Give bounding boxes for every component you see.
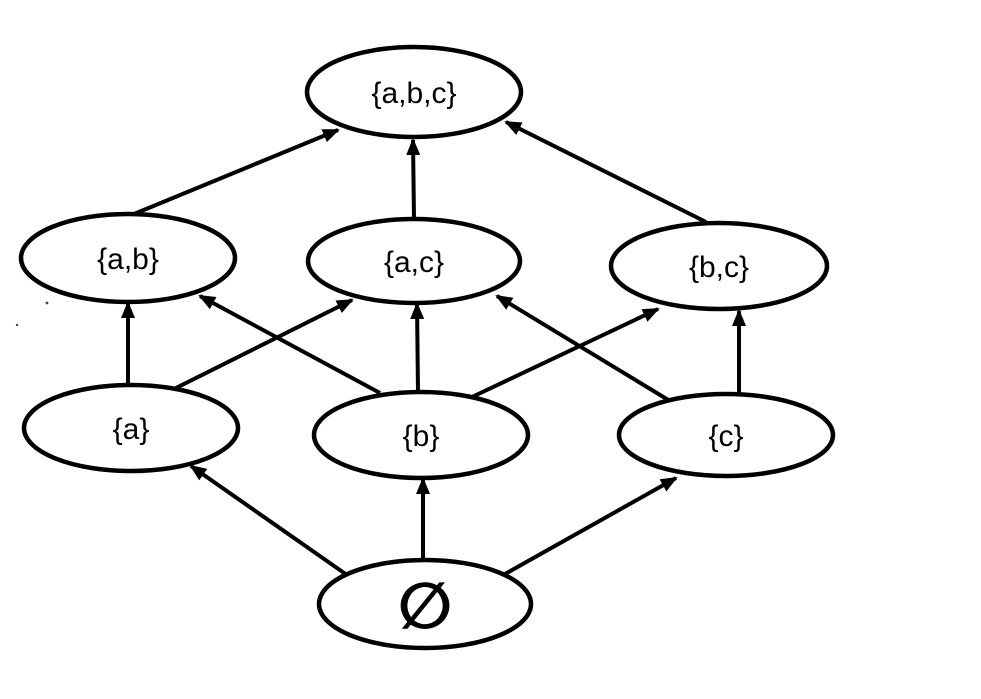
node-b-label: {b} bbox=[403, 420, 440, 453]
node-group: {a,b,c} {a,b} {a,c} {b,c} {a} {b} bbox=[18, 44, 836, 651]
edge-arrow-b-to-ac bbox=[410, 302, 425, 393]
node-ac: {a,c} bbox=[305, 216, 523, 306]
edge-arrow-ab-to-abc bbox=[133, 128, 340, 216]
edge-arrow-empty-to-c bbox=[504, 476, 678, 576]
edge-arrow-bc-to-abc bbox=[504, 120, 707, 224]
node-a-label: {a} bbox=[113, 413, 150, 446]
ink-speck bbox=[45, 301, 49, 305]
node-b-ellipse bbox=[311, 389, 531, 481]
node-bc-label: {b,c} bbox=[689, 251, 749, 284]
node-ab-ellipse bbox=[18, 211, 238, 305]
edge-group bbox=[121, 120, 746, 577]
edge-arrow-b-to-bc bbox=[471, 307, 660, 399]
empty-set-icon: ∅ bbox=[398, 570, 453, 644]
node-abc-label: {a,b,c} bbox=[371, 77, 456, 110]
edge-arrow-ac-to-abc bbox=[406, 138, 421, 220]
node-a-ellipse bbox=[21, 382, 241, 474]
edge-arrow-c-to-ac bbox=[495, 294, 677, 406]
node-abc: {a,b,c} bbox=[304, 44, 524, 140]
node-c: {c} bbox=[616, 391, 836, 479]
node-empty-ellipse bbox=[316, 557, 534, 651]
node-c-label: {c} bbox=[708, 420, 743, 453]
ink-speck bbox=[15, 323, 19, 327]
node-b: {b} bbox=[311, 389, 531, 481]
edge-arrow-empty-to-a bbox=[189, 464, 349, 577]
node-a: {a} bbox=[21, 382, 241, 474]
node-bc-ellipse bbox=[608, 220, 830, 312]
edge-arrow-b-to-ab bbox=[198, 294, 381, 395]
node-ac-label: {a,c} bbox=[384, 246, 444, 279]
node-ab: {a,b} bbox=[18, 211, 238, 305]
node-empty-set: ∅ bbox=[316, 557, 534, 651]
node-ab-label: {a,b} bbox=[97, 243, 159, 276]
node-ac-ellipse bbox=[305, 216, 523, 306]
edge-arrow-a-to-ac bbox=[173, 298, 354, 391]
node-abc-ellipse bbox=[304, 44, 524, 140]
node-c-ellipse bbox=[616, 391, 836, 479]
node-bc: {b,c} bbox=[608, 220, 830, 312]
